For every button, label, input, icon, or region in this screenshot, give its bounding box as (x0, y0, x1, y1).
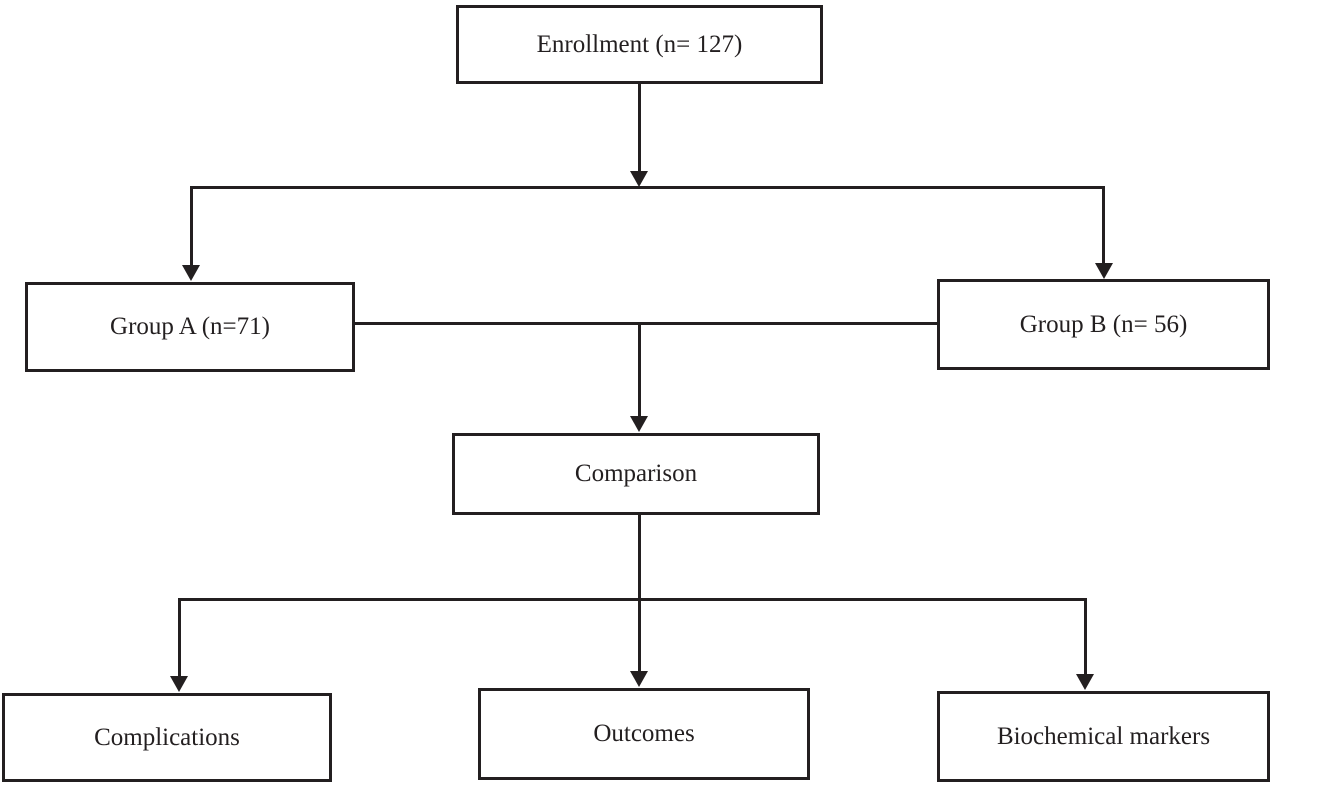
node-outcomes: Outcomes (478, 688, 810, 780)
node-comparison-label: Comparison (574, 460, 698, 487)
node-outcomes-label: Outcomes (593, 720, 695, 747)
node-enrollment: Enrollment (n= 127) (456, 5, 823, 84)
connector-split-to-biochemical (1084, 598, 1087, 676)
connector-split-to-group-a (190, 186, 193, 267)
node-group-a: Group A (n=71) (25, 282, 355, 372)
connector-group-a-group-b (355, 322, 937, 325)
arrowhead-group-b (1095, 263, 1113, 279)
node-comparison: Comparison (452, 433, 820, 515)
node-complications: Complications (2, 693, 332, 782)
connector-split-bar-bottom (178, 598, 1086, 601)
arrowhead-complications (170, 676, 188, 692)
node-group-a-label: Group A (n=71) (110, 313, 270, 340)
node-biochemical-markers: Biochemical markers (937, 691, 1270, 782)
node-group-b-label: Group B (n= 56) (1019, 310, 1188, 338)
node-enrollment-label: Enrollment (n= 127) (536, 30, 743, 58)
node-group-b: Group B (n= 56) (937, 279, 1270, 370)
arrowhead-biochemical-markers (1076, 674, 1094, 690)
arrowhead-group-a (182, 265, 200, 281)
connector-split-to-complications (178, 598, 181, 678)
node-complications-label: Complications (94, 723, 240, 751)
connector-groups-to-comparison (638, 322, 641, 418)
arrowhead-comparison (630, 416, 648, 432)
arrowhead-enrollment-split (630, 171, 648, 187)
connector-split-bar-top (190, 186, 1105, 189)
arrowhead-outcomes (630, 671, 648, 687)
connector-enrollment-down (638, 84, 641, 172)
connector-split-to-group-b (1102, 186, 1105, 265)
connector-comparison-down (638, 514, 641, 673)
node-biochemical-markers-label: Biochemical markers (996, 722, 1211, 750)
